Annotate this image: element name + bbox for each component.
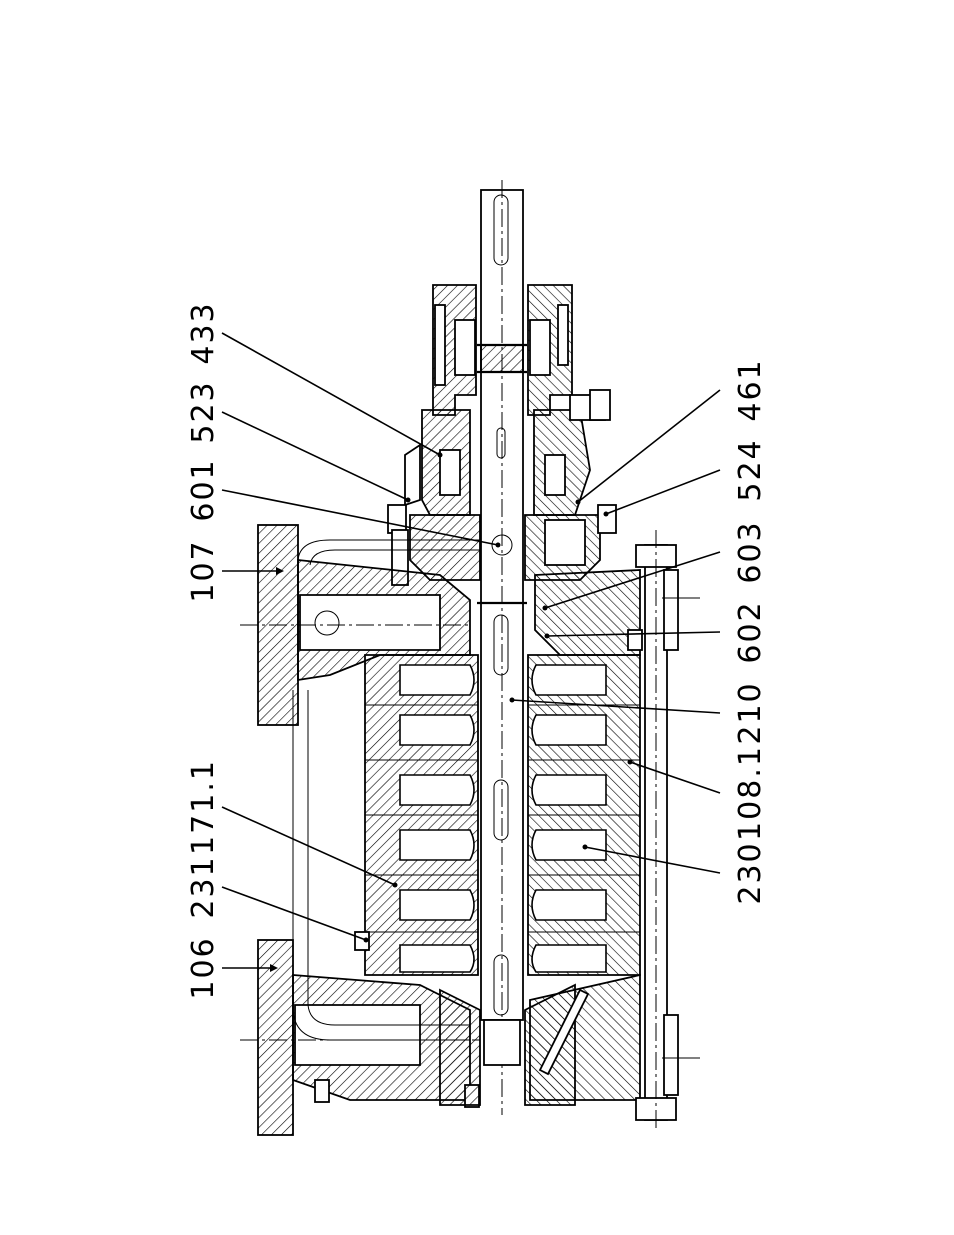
label-107: 107 <box>186 539 221 602</box>
shaft <box>477 180 527 1115</box>
label-231: 231 <box>186 855 221 918</box>
label-602: 602 <box>733 600 768 663</box>
label-433: 433 <box>186 301 221 364</box>
label-601: 601 <box>186 458 221 521</box>
label-230: 230 <box>733 841 768 904</box>
label-523: 523 <box>186 380 221 443</box>
label-106: 106 <box>186 936 221 999</box>
label-461: 461 <box>733 358 768 421</box>
label-210: 210 <box>733 681 768 744</box>
label-108-1: 108.1 <box>733 745 768 841</box>
label-524: 524 <box>733 438 768 501</box>
label-603: 603 <box>733 520 768 583</box>
label-171-1: 171.1 <box>186 759 221 855</box>
